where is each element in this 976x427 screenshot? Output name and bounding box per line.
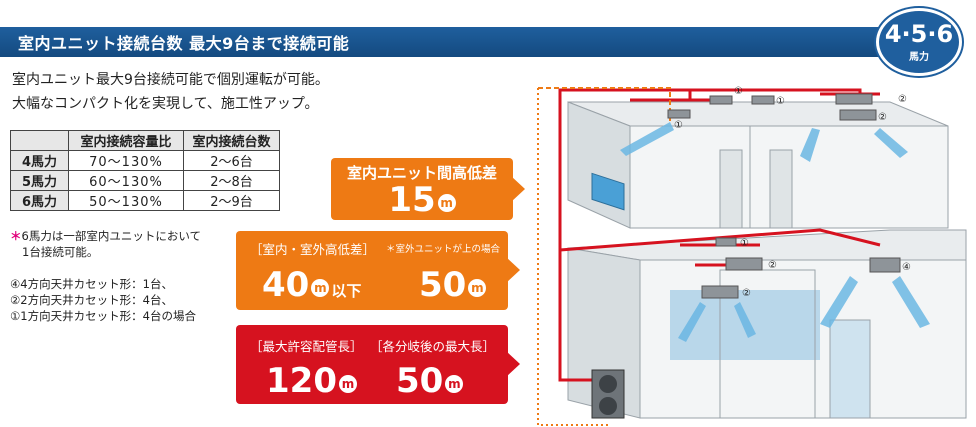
- indoor-unit-1way: [751, 95, 775, 105]
- pipe-box-arrow: [506, 351, 520, 377]
- section-header-bar: 室内ユニット接続台数 最大9台まで接続可能: [0, 27, 908, 57]
- table-cell-count: 2～9台: [183, 190, 280, 211]
- upper-door: [769, 149, 793, 229]
- height-diff-unit-1: m: [311, 279, 330, 297]
- unit-label: ②: [742, 288, 751, 299]
- badge-unit: 馬力: [909, 51, 929, 63]
- legend-line-2: ②2方向天井カセット形：4台、: [10, 293, 173, 307]
- table-header-row: 室内接続容量比 室内接続台数: [10, 130, 280, 151]
- indoor-height-diff-label: 室内ユニット間高低差: [346, 164, 497, 182]
- upper-door: [719, 149, 743, 229]
- unit-label: ①: [734, 86, 743, 97]
- max-branch-length-label: ［各分岐後の最大長］: [370, 339, 496, 354]
- upper-floor: [567, 101, 949, 229]
- table-row: 5馬力 60～130% 2～8台: [10, 170, 280, 191]
- height-diff-suffix: 以下: [331, 282, 362, 300]
- indoor-units-lower: [701, 237, 901, 299]
- lower-floor: [567, 229, 967, 419]
- note-line-1: 6馬力は一部室内ユニットにおいて: [21, 229, 201, 243]
- table-header-count: 室内接続台数: [183, 130, 280, 151]
- note-line-2: 1台接続可能。: [22, 245, 99, 259]
- indoor-unit-2way: [835, 93, 873, 105]
- inout-height-box-arrow: [506, 257, 520, 283]
- table-cell-hp: 6馬力: [10, 190, 69, 211]
- max-branch-length-unit: m: [445, 375, 464, 393]
- height-diff-value-2: 50: [419, 265, 467, 305]
- airflow-arrows: [620, 122, 930, 342]
- table-row: 6馬力 50～130% 2～9台: [10, 190, 280, 211]
- unit-legend: ④4方向天井カセット形：1台、 ②2方向天井カセット形：4台、 ①1方向天井カセ…: [10, 276, 196, 324]
- horsepower-badge: 4·5·6 馬力: [876, 8, 962, 76]
- table-header-ratio: 室内接続容量比: [68, 130, 184, 151]
- unit-label: ④: [902, 262, 911, 273]
- indoor-unit-1way: [667, 109, 691, 119]
- table-cell-ratio: 60～130%: [68, 170, 184, 191]
- legend-line-1: ④4方向天井カセット形：1台、: [10, 277, 173, 291]
- height-diff-value-1: 40: [262, 265, 310, 305]
- intro-text: 室内ユニット最大9台接続可能で個別運転が可能。 大幅なコンパクト化を実現して、施…: [12, 68, 329, 116]
- table-row: 4馬力 70～130% 2～6台: [10, 150, 280, 171]
- unit-label: ①: [674, 120, 683, 131]
- unit-label: ①: [740, 238, 749, 249]
- table-header-blank: [10, 130, 69, 151]
- indoor-unit-2way: [839, 109, 877, 121]
- height-diff-unit-2: m: [468, 279, 487, 297]
- badge-number: 4·5·6: [884, 19, 954, 48]
- spec-table: 室内接続容量比 室内接続台数 4馬力 70～130% 2～6台 5馬力 60～1…: [10, 130, 280, 211]
- upper-window: [591, 172, 625, 211]
- legend-line-3: ①1方向天井カセット形：4台の場合: [10, 309, 196, 323]
- indoor-unit-2way: [725, 257, 763, 271]
- table-cell-count: 2～8台: [183, 170, 280, 191]
- table-cell-count: 2～6台: [183, 150, 280, 171]
- section-title: 室内ユニット接続台数 最大9台まで接続可能: [18, 34, 350, 53]
- intro-line-2: 大幅なコンパクト化を実現して、施工性アップ。: [12, 96, 319, 112]
- unit-label: ②: [768, 260, 777, 271]
- max-pipe-length-unit: m: [338, 375, 357, 393]
- indoor-unit-4way: [869, 257, 901, 273]
- outdoor-upper-note: ＊室外ユニットが上の場合: [386, 244, 501, 255]
- table-cell-hp: 5馬力: [10, 170, 69, 191]
- indoor-unit-1way: [709, 95, 733, 105]
- unit-number-labels: ① ① ① ② ② ① ② ② ④: [674, 86, 911, 299]
- indoor-unit-1way: [715, 237, 737, 247]
- table-cell-ratio: 70～130%: [68, 150, 184, 171]
- table-cell-hp: 4馬力: [10, 150, 69, 171]
- indoor-height-box-arrow: [511, 176, 525, 202]
- unit-label: ②: [878, 112, 887, 123]
- note-6hp: ＊6馬力は一部室内ユニットにおいて 1台接続可能。: [10, 228, 201, 260]
- indoor-units-upper: [667, 93, 877, 121]
- building-illustration: ① ① ① ② ② ① ② ② ④: [537, 86, 967, 426]
- indoor-outdoor-height-label: ［室内・室外高低差］: [250, 242, 376, 257]
- unit-label: ②: [898, 94, 907, 105]
- indoor-unit-2way: [701, 285, 739, 299]
- pipe-route-dotted: [537, 88, 610, 426]
- intro-line-1: 室内ユニット最大9台接続可能で個別運転が可能。: [12, 72, 329, 88]
- note-star-mark: ＊: [10, 229, 22, 243]
- max-pipe-length-value: 120: [266, 361, 337, 401]
- table-cell-ratio: 50～130%: [68, 190, 184, 211]
- max-branch-length-value: 50: [396, 361, 444, 401]
- outdoor-unit: [591, 369, 625, 419]
- indoor-height-diff-value: 15: [388, 180, 436, 220]
- lower-door: [829, 319, 871, 419]
- unit-label: ①: [776, 96, 785, 107]
- indoor-height-diff-unit: m: [437, 194, 456, 212]
- max-pipe-length-label: ［最大許容配管長］: [250, 339, 363, 354]
